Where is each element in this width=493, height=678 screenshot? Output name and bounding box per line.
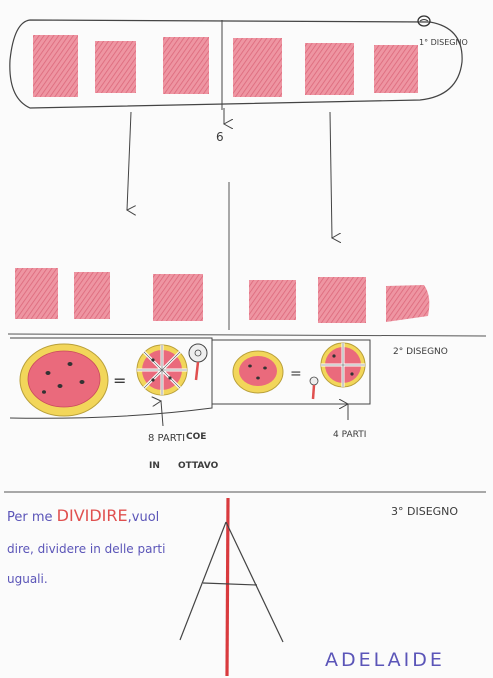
drawing-3: 3° DISEGNO Per me DIVIDIRE,vuol dire, di… [7, 498, 458, 676]
left-caption-in: IN [149, 461, 160, 471]
square-2 [95, 41, 136, 93]
square-1 [33, 35, 78, 97]
right-arrow [330, 112, 332, 238]
left-caption-eighth: OTTAVO [178, 461, 219, 471]
definition-keyword: DIVIDIRE [57, 506, 128, 525]
definition-line-1-prefix: Per me [7, 510, 57, 525]
equals-sign-1: = [113, 371, 126, 390]
pizza-cutter-icon [189, 344, 207, 380]
drawing-1: 1° DISEGNO 6 [10, 16, 468, 330]
square-4 [233, 38, 282, 97]
left-square-1 [15, 268, 58, 319]
division-number: 6 [216, 130, 224, 144]
drawing-1-label: 1° DISEGNO [419, 38, 468, 47]
right-caption-parts: 4 PARTI [333, 430, 366, 440]
equals-sign-2: = [290, 366, 302, 382]
sliced-pizza-eighths [137, 345, 187, 395]
dividing-figure [180, 498, 283, 676]
right-square-3 [386, 285, 429, 322]
square-5 [305, 43, 354, 95]
left-arrow [127, 112, 131, 210]
right-square-2 [318, 277, 366, 323]
signature: ADELAIDE [325, 649, 445, 671]
left-square-3 [153, 274, 203, 321]
left-caption-parts: 8 PARTI [148, 433, 185, 444]
section-line-1 [8, 334, 486, 336]
whole-pizza-right [233, 351, 283, 393]
drawing-3-label: 3° DISEGNO [391, 505, 458, 518]
drawing-2-label: 2° DISEGNO [393, 347, 448, 357]
left-caption-word: COE [186, 432, 206, 442]
definition-line-2: dire, dividere in delle parti [7, 542, 165, 556]
face-doodle-icon [418, 16, 430, 26]
right-square-1 [249, 280, 296, 320]
square-3 [163, 37, 209, 94]
whole-pizza-left [20, 344, 108, 416]
drawing-2: 2° DISEGNO = [10, 338, 448, 471]
definition-line-3: uguali. [7, 572, 48, 586]
left-square-2 [74, 272, 110, 319]
definition-line-1: Per me DIVIDIRE,vuol [7, 506, 159, 525]
sliced-pizza-quarters [321, 343, 365, 387]
pizza-cutter-icon [310, 377, 318, 399]
square-6 [374, 45, 418, 93]
definition-line-1-suffix: ,vuol [128, 510, 160, 525]
